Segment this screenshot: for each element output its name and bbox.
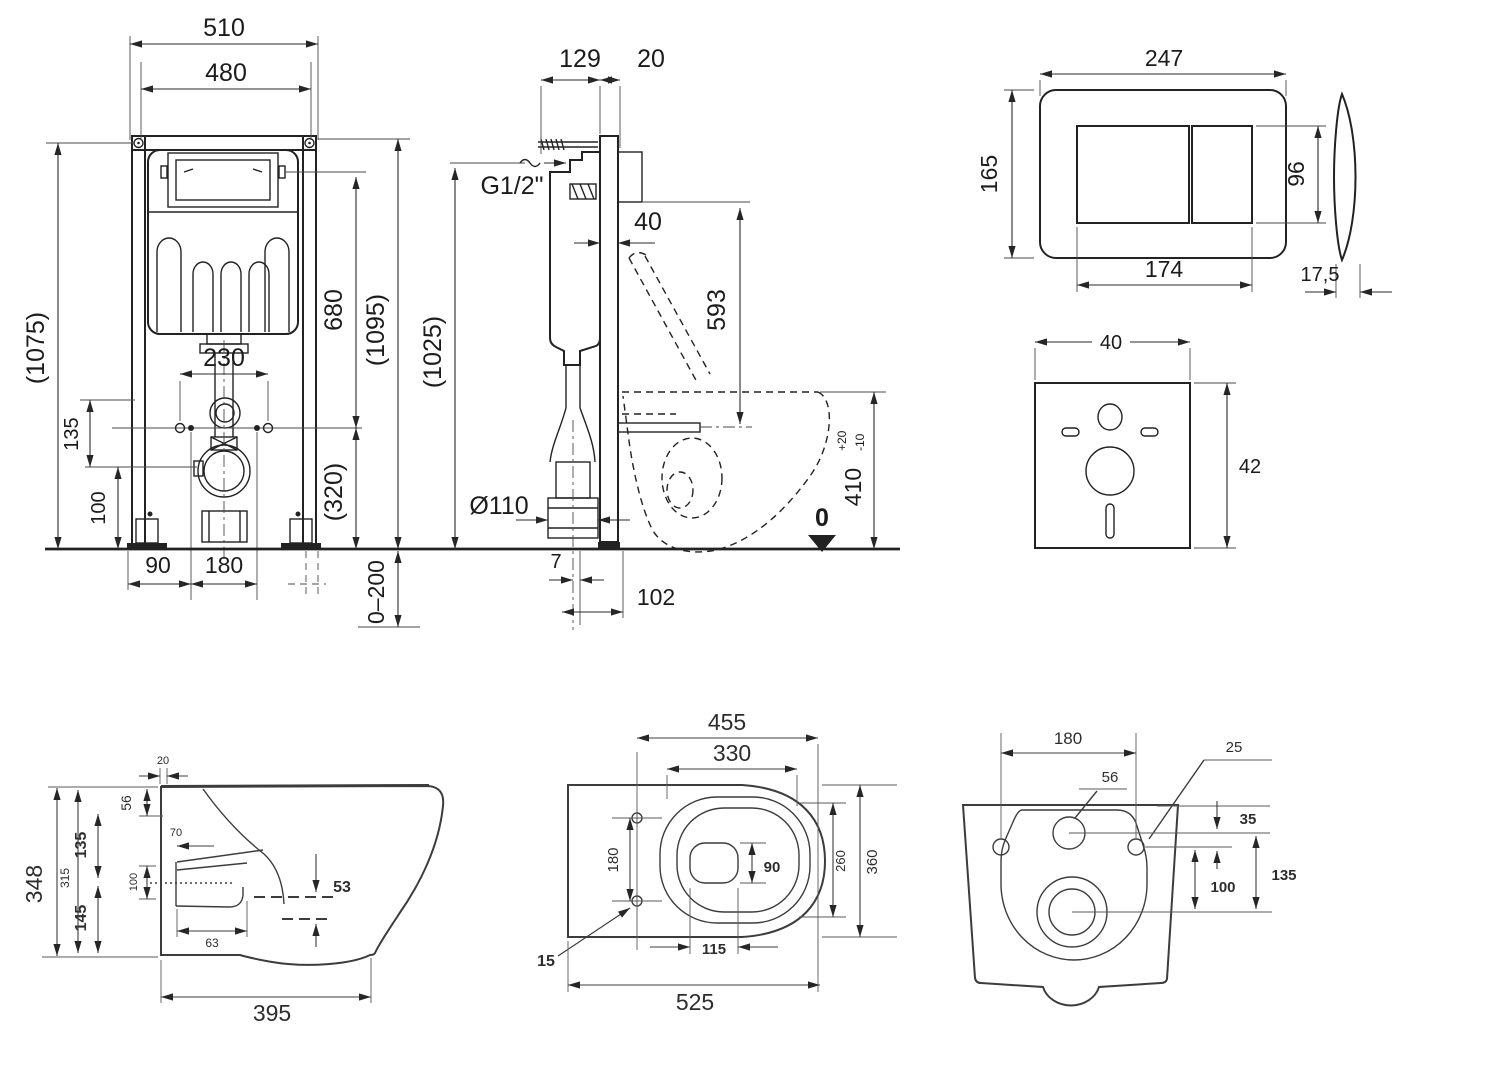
dim-7: 7: [550, 551, 561, 573]
dim-zero: 0: [815, 504, 829, 532]
frame-front-geometry: [45, 135, 900, 600]
dim-260: 260: [833, 850, 848, 872]
dim-320: (320): [320, 463, 348, 521]
dim-480: 480: [205, 59, 247, 87]
bowl-back-geometry: [961, 804, 1180, 1007]
dim-593: 593: [703, 289, 731, 331]
dim-145: 145: [73, 905, 90, 932]
dim-110: Ø110: [469, 492, 528, 520]
sound-pad-view: 40 42: [1034, 332, 1261, 549]
dim-455: 455: [708, 709, 746, 735]
dim-247: 247: [1145, 45, 1183, 71]
dim-56: 56: [1102, 769, 1119, 786]
dim-102: 102: [637, 584, 675, 610]
svg-text:410: 410: [840, 468, 866, 506]
dim-g12: G1/2": [480, 172, 543, 200]
bowl-side-dimensions: 53 63 70 100 56 20 135 145 315 348: [21, 755, 372, 1026]
dim-40: 40: [1100, 332, 1122, 354]
bowl-top-dimensions: 455 330 180 90 260 360 115 15 525: [537, 709, 897, 1015]
bowl-top-geometry: [567, 752, 827, 950]
dim-17-5: 17,5: [1301, 264, 1340, 286]
dim-525: 525: [676, 989, 714, 1015]
bowl-side-geometry: [150, 784, 445, 966]
dim-42: 42: [1239, 456, 1261, 478]
dim-15: 15: [537, 953, 555, 970]
dim-90: 90: [145, 552, 171, 578]
dim-180: 180: [1054, 729, 1082, 748]
dim-63: 63: [205, 936, 219, 950]
frame-side-dimensions: 129 20 G1/2" (1025) 40 593 Ø110 410 +20 …: [419, 45, 886, 618]
dim-315: 315: [58, 868, 72, 888]
dim-348: 348: [21, 865, 47, 903]
frame-side-view: 129 20 G1/2" (1025) 40 593 Ø110 410 +20 …: [419, 45, 886, 630]
dim-129: 129: [559, 45, 601, 73]
dim-230: 230: [203, 344, 245, 372]
frame-front-dimensions: 510 480 (1075) 680 (320) (1095) 230 135 …: [22, 14, 420, 628]
dim-1075: (1075): [22, 312, 50, 384]
dim-180: 180: [605, 847, 622, 872]
svg-text:-10: -10: [853, 433, 867, 451]
dim-180: 180: [205, 552, 243, 578]
dim-1025: (1025): [419, 316, 447, 388]
bowl-side-view: 53 63 70 100 56 20 135 145 315 348: [21, 755, 445, 1026]
dim-510: 510: [203, 14, 245, 42]
dim-70: 70: [170, 827, 182, 839]
dim-330: 330: [713, 740, 751, 766]
floor-marker: [808, 535, 836, 552]
flush-plate-dimensions: 247 165 96 174 17,5: [976, 45, 1392, 298]
dim-0-200: 0–200: [363, 560, 389, 624]
flush-plate-geometry: [1039, 89, 1357, 263]
dim-100: 100: [1210, 879, 1235, 896]
dim-56: 56: [118, 795, 134, 811]
bowl-back-dimensions: 180 56 25 35 100 135: [1000, 729, 1297, 913]
bowl-outline-dashed: [622, 251, 830, 553]
dim-135: 135: [61, 417, 83, 450]
dim-1095: (1095): [362, 294, 390, 366]
dim-100: 100: [128, 873, 140, 891]
dim-360: 360: [864, 849, 881, 874]
dim-410-tolerance: 410 +20 -10: [835, 430, 867, 506]
frame-side-geometry: [538, 135, 830, 630]
sound-pad-geometry: [1034, 382, 1191, 549]
dim-680: 680: [320, 289, 348, 331]
dim-20: 20: [637, 45, 665, 73]
dim-135: 135: [73, 832, 90, 859]
bowl-back-view: 180 56 25 35 100 135: [961, 729, 1297, 1007]
dim-40: 40: [634, 208, 662, 236]
dim-90: 90: [764, 859, 781, 876]
dim-115: 115: [702, 941, 726, 958]
dim-395: 395: [253, 1000, 291, 1026]
dim-135: 135: [1271, 867, 1296, 884]
svg-text:+20: +20: [835, 430, 849, 451]
dim-174: 174: [1145, 256, 1184, 282]
dim-53: 53: [333, 879, 351, 896]
bowl-top-view: 455 330 180 90 260 360 115 15 525: [537, 709, 897, 1015]
frame-front-view: 510 480 (1075) 680 (320) (1095) 230 135 …: [22, 14, 900, 628]
sound-pad-dimensions: 40 42: [1034, 332, 1261, 549]
dim-165: 165: [976, 155, 1002, 193]
flush-plate-view: 247 165 96 174 17,5: [976, 45, 1392, 298]
dim-20: 20: [157, 755, 169, 767]
dim-25: 25: [1226, 739, 1243, 756]
dim-100: 100: [88, 491, 110, 524]
dim-35: 35: [1240, 811, 1257, 828]
dim-96: 96: [1283, 161, 1309, 187]
